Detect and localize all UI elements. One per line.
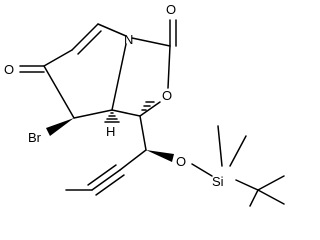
pyridinone-ring-bonds (43, 23, 127, 119)
atom-si: Si (212, 174, 224, 189)
molecule-structure: O N O O Br H O Si (4, 2, 285, 207)
atom-h: H (106, 124, 115, 139)
atom-o-ring: O (162, 88, 172, 103)
c1-sidechain-bond (139, 115, 147, 151)
ketone-double-bond (19, 65, 45, 73)
atom-o-ketone: O (4, 62, 14, 77)
hashed-bond-h (104, 112, 120, 123)
hashed-bond-c1 (141, 101, 155, 111)
atom-br: Br (28, 130, 42, 145)
silyl-group-bonds (217, 125, 285, 207)
wedge-bond-br (46, 118, 74, 136)
atom-n: N (124, 32, 133, 47)
atom-o-silyl: O (176, 154, 186, 169)
o-si-bond (191, 163, 213, 177)
wedge-bond-o-silyl (146, 150, 174, 162)
oxazolidinone-ring-bonds (111, 19, 177, 117)
alkyne-triple-bond (65, 149, 147, 196)
atom-o-carbonyl: O (166, 2, 176, 17)
